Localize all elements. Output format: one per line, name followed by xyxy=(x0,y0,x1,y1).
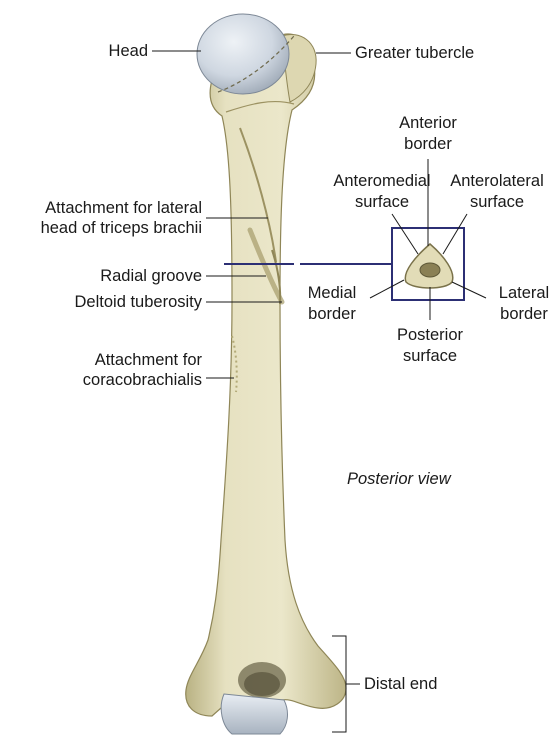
label-posterior-surface-line1: Posterior xyxy=(396,326,464,344)
anatomical-neck-line xyxy=(217,35,295,93)
label-distal-end: Distal end xyxy=(364,675,438,693)
label-posterior-surface-line2: surface xyxy=(402,347,458,365)
label-anteromedial-surface-line2: surface xyxy=(354,193,410,211)
label-greater-tubercle: Greater tubercle xyxy=(355,44,475,62)
view-caption: Posterior view xyxy=(347,470,451,488)
section-leader-lines xyxy=(369,159,487,320)
label-medial-border-line2: border xyxy=(308,305,356,323)
radial-groove-shape xyxy=(247,227,285,305)
leader-lines xyxy=(152,50,360,733)
label-attachment-lateral-head-line1: Attachment for lateral xyxy=(45,199,202,217)
label-head: Head xyxy=(108,42,148,60)
label-anterolateral-surface-line1: Anterolateral xyxy=(450,172,544,190)
label-deltoid-tuberosity: Deltoid tuberosity xyxy=(74,293,202,311)
trochlea-cartilage xyxy=(220,693,288,735)
coracobrachialis-area xyxy=(231,335,238,393)
label-anterior-border-line2: border xyxy=(404,135,452,153)
label-attachment-coracobrachialis-line2: coracobrachialis xyxy=(82,371,202,389)
label-medial-border-line1: Medial xyxy=(307,284,357,302)
label-anteromedial-surface-line1: Anteromedial xyxy=(333,172,431,190)
olecranon-fossa-inner xyxy=(244,672,280,696)
label-lateral-border-line2: border xyxy=(500,305,548,323)
proximal-ridge xyxy=(225,101,295,113)
label-lateral-border-line1: Lateral xyxy=(498,284,550,302)
label-anterolateral-surface-line2: surface xyxy=(469,193,525,211)
humeral-head xyxy=(196,13,290,95)
medullary-cavity xyxy=(419,262,441,278)
label-radial-groove: Radial groove xyxy=(100,267,202,285)
label-attachment-lateral-head-line2: head of triceps brachii xyxy=(40,219,202,237)
humerus-bone xyxy=(185,33,347,717)
label-attachment-coracobrachialis-line1: Attachment for xyxy=(94,351,202,369)
label-anterior-border-line1: Anterior xyxy=(399,114,457,132)
triceps-lateral-head-ridge xyxy=(239,127,277,263)
deltoid-tuberosity-shape xyxy=(271,249,282,305)
